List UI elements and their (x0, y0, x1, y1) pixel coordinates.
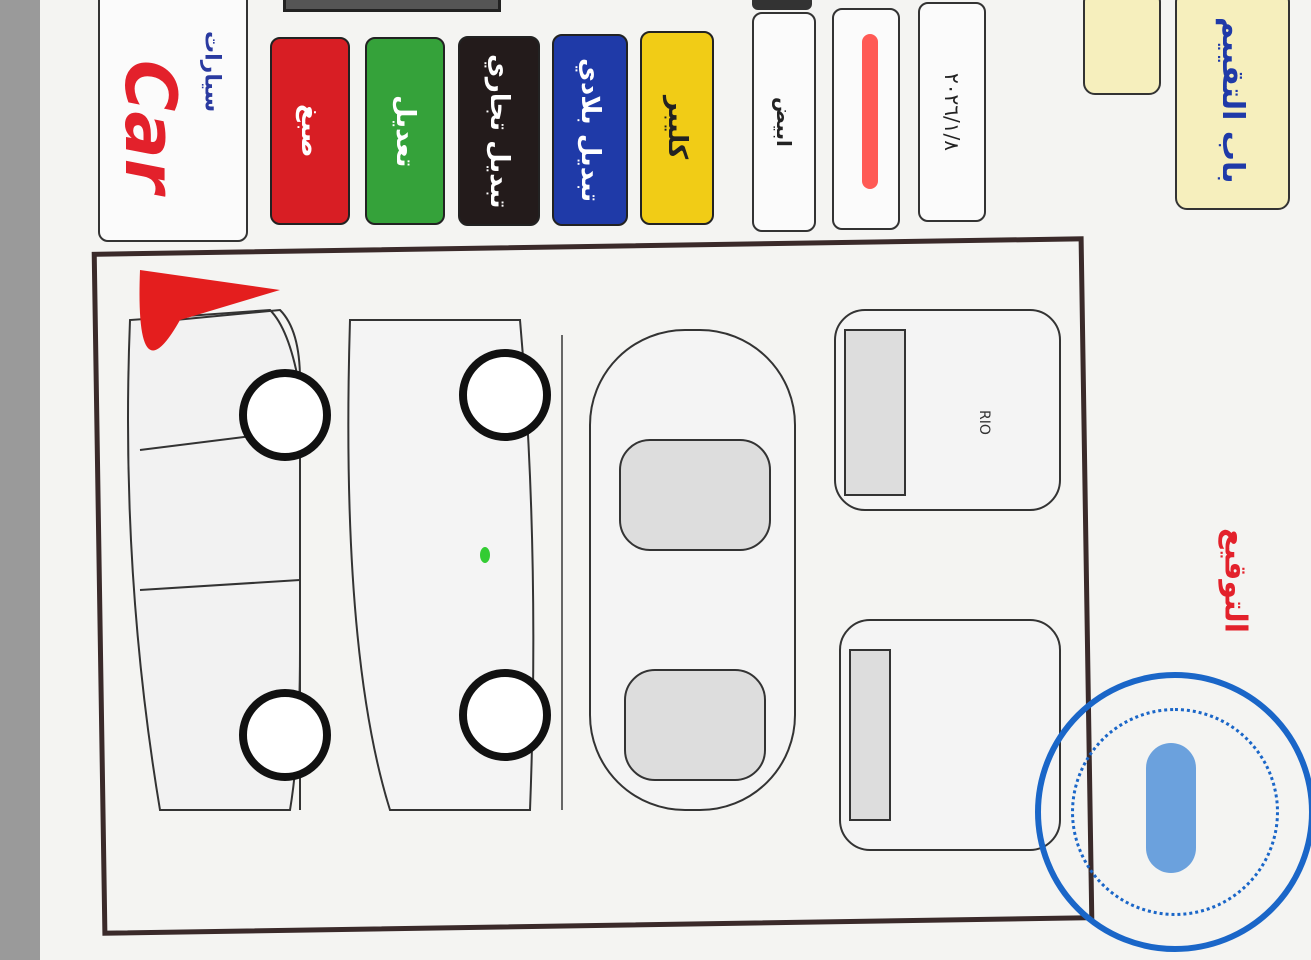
company-stamp (1035, 672, 1311, 952)
legend-replaced-original: تبديل بلادي (552, 34, 628, 226)
logo-box: Car سيارات (98, 0, 248, 242)
model-badge: RIO (976, 410, 992, 435)
car-front-view: RIO (834, 309, 1061, 511)
color-field: ابيض (752, 12, 816, 232)
legend-modified: تعديل (365, 37, 445, 225)
stamp-inner-ring (1071, 708, 1279, 916)
signature-label: التوقيع (1217, 527, 1253, 633)
car-top-view (589, 329, 796, 811)
legend-replaced-commercial: تبديل تجاري (458, 36, 540, 226)
header-tag: باب التقييم (1175, 0, 1290, 210)
redaction-mark (862, 34, 878, 189)
car-rear-view (839, 619, 1061, 851)
car-diagram: RIO (127, 270, 1061, 851)
date-field: ٢٠٢٦/١/٨ (918, 2, 986, 222)
redacted-field (832, 8, 900, 230)
legend-clip: كليبر (640, 31, 714, 225)
car-side-right (347, 319, 551, 811)
yellow-tag (1083, 0, 1161, 95)
logo-brand: Car (109, 60, 191, 194)
legend-paint: صبغ (270, 37, 350, 225)
header-bar (283, 0, 501, 12)
stamp-car-emblem (1146, 743, 1196, 873)
logo-subtitle: سيارات (199, 31, 225, 113)
header-bar-small (752, 0, 812, 10)
car-side-left (127, 270, 331, 811)
